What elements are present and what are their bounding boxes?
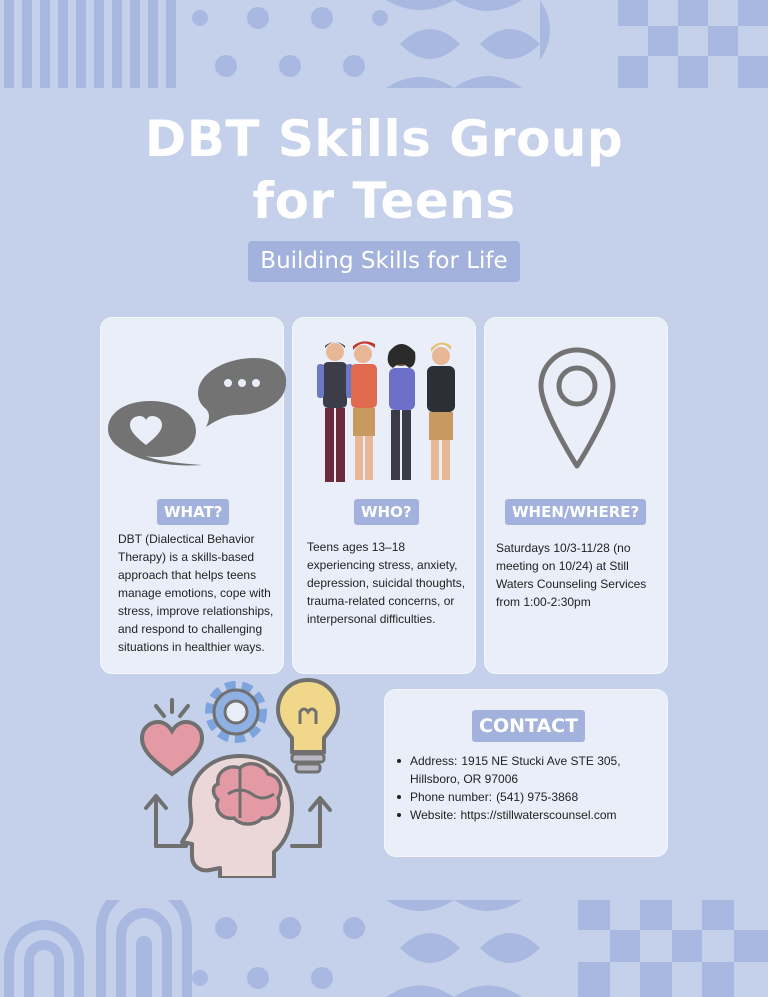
contact-list: Address:1915 NE Stucki Ave STE 305, Hill…	[397, 752, 660, 824]
when-where-description: Saturdays 10/3-11/28 (no meeting on 10/2…	[496, 541, 647, 609]
contact-website-link[interactable]: https://stillwaterscounsel.com	[460, 808, 617, 822]
teens-group-illustration	[317, 341, 455, 482]
contact-tag: CONTACT	[472, 710, 586, 742]
contact-card: CONTACT Address:1915 NE Stucki Ave STE 3…	[384, 689, 668, 857]
what-tag: WHAT?	[157, 499, 230, 525]
top-pattern-band	[4, 0, 768, 88]
what-description: DBT (Dialectical Behavior Therapy) is a …	[118, 532, 274, 654]
title-line-1: DBT Skills Group	[144, 110, 624, 168]
who-description: Teens ages 13–18 experiencing stress, an…	[307, 540, 466, 626]
subtitle-banner: Building Skills for Life	[248, 241, 520, 282]
contact-phone: Phone number:(541) 975-3868	[397, 788, 660, 806]
contact-phone-value[interactable]: (541) 975-3868	[496, 790, 579, 804]
contact-phone-label: Phone number:	[410, 790, 493, 804]
contact-website-label: Website:	[410, 808, 457, 822]
title-line-2: for Teens	[252, 172, 516, 230]
location-pin-icon	[538, 347, 616, 469]
when-where-card: WHEN/WHERE? Saturdays 10/3-11/28 (no mee…	[484, 317, 668, 674]
contact-address: Address:1915 NE Stucki Ave STE 305, Hill…	[397, 752, 660, 788]
who-tag: WHO?	[354, 499, 419, 525]
brain-heart-gear-lightbulb-icon	[139, 677, 341, 878]
contact-address-label: Address:	[410, 754, 458, 768]
page-title: DBT Skills Group for Teens	[0, 108, 768, 232]
contact-address-value: 1915 NE Stucki Ave STE 305, Hillsboro, O…	[410, 754, 621, 786]
contact-website: Website:https://stillwaterscounsel.com	[397, 806, 660, 824]
who-card: WHO? Teens ages 13–18 experiencing stres…	[292, 317, 476, 674]
speech-bubbles-heart-icon	[108, 358, 286, 466]
bottom-pattern-band	[4, 900, 768, 997]
when-where-tag: WHEN/WHERE?	[505, 499, 647, 525]
what-card: WHAT? DBT (Dialectical Behavior Therapy)…	[100, 317, 286, 674]
